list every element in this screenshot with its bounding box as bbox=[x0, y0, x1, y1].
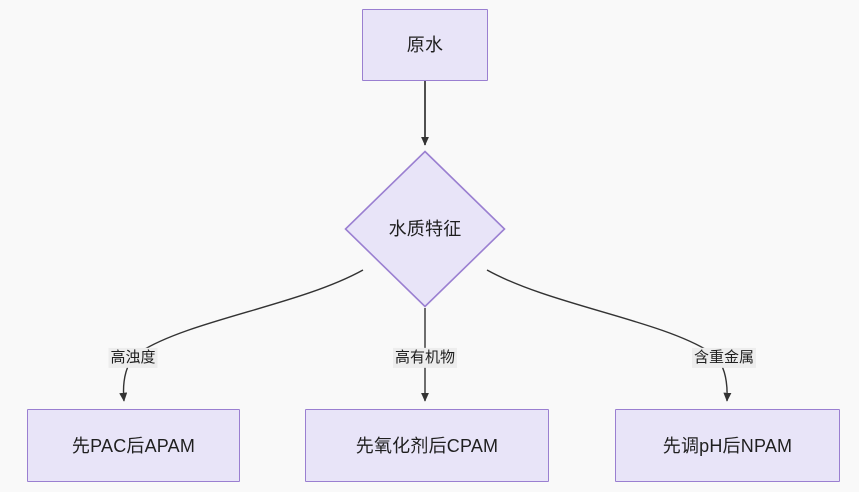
node-heavy-metal-result[interactable]: 先调pH后NPAM bbox=[615, 409, 840, 482]
edge-water-quality-to-high-turbidity bbox=[119, 269, 364, 402]
node-high-organic-result-label: 先氧化剂后CPAM bbox=[355, 435, 499, 456]
node-high-turbidity-result[interactable]: 先PAC后APAM bbox=[27, 409, 240, 482]
diamond-shape bbox=[344, 150, 506, 308]
edge-water-quality-to-heavy-metal bbox=[486, 269, 732, 402]
edge-label-heavy-metal: 含重金属 bbox=[691, 347, 757, 369]
node-water-quality-label: 水质特征 bbox=[388, 219, 462, 239]
edge-label-high-organic: 高有机物 bbox=[392, 347, 458, 369]
node-water-quality[interactable]: 水质特征 bbox=[344, 150, 506, 308]
node-high-turbidity-result-label: 先PAC后APAM bbox=[71, 435, 196, 456]
edge-label-high-turbidity: 高浊度 bbox=[108, 347, 158, 369]
node-raw-water-label: 原水 bbox=[406, 35, 444, 55]
node-high-organic-result[interactable]: 先氧化剂后CPAM bbox=[305, 409, 549, 482]
node-heavy-metal-result-label: 先调pH后NPAM bbox=[662, 435, 793, 456]
node-raw-water[interactable]: 原水 bbox=[362, 9, 488, 81]
